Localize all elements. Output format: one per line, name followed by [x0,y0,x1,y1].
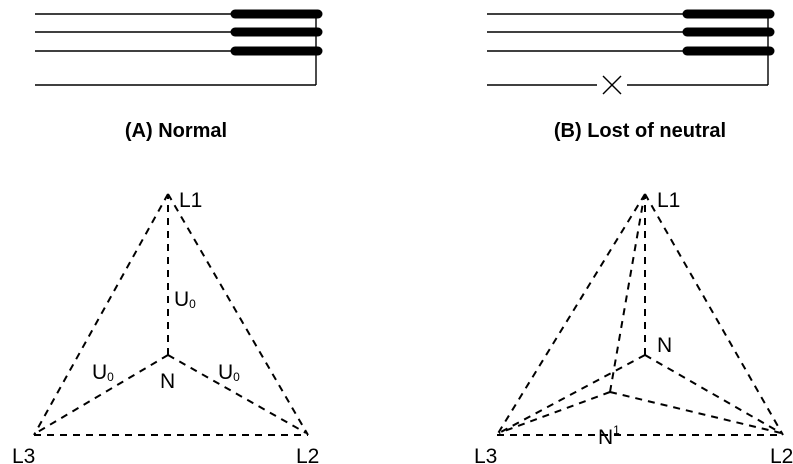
voltage-label-n-l3: U0 [92,361,114,384]
phasor-n1-l2 [609,391,782,434]
panel-a-phasor-triangle [33,193,309,436]
panel-b-wiring [487,9,775,95]
vertex-label-l2: L2 [296,445,319,464]
panel-a-wiring [35,9,323,86]
side-l1-l2 [644,193,784,436]
vertex-label-l3: L3 [474,445,497,464]
side-l1-l3 [496,193,646,436]
phasor-n-l2 [167,354,307,434]
neutral-label: N [657,334,672,357]
phasor-n1-l1 [609,196,645,393]
phasor-n1-l3 [498,391,611,434]
panel-b-caption: (B) Lost of neutral [554,120,726,142]
voltage-label-n-l2: U0 [218,361,240,384]
neutral-label: N [160,370,175,393]
voltage-label-n-l1: U0 [174,288,196,311]
vertex-label-l2: L2 [770,445,793,464]
broken-neutral-cross-icon [602,75,622,95]
phasor-n-l2 [644,354,782,434]
vertex-label-l3: L3 [12,445,35,464]
side-l1-l2 [167,193,309,436]
shifted-neutral-label: N1 [598,423,620,449]
side-l1-l3 [33,193,169,436]
panel-b-phasor-triangle [496,193,784,436]
vertex-label-l1: L1 [179,189,202,212]
phasor-n-l3 [498,354,646,434]
vertex-label-l1: L1 [657,189,680,212]
panel-a-caption: (A) Normal [125,120,227,142]
